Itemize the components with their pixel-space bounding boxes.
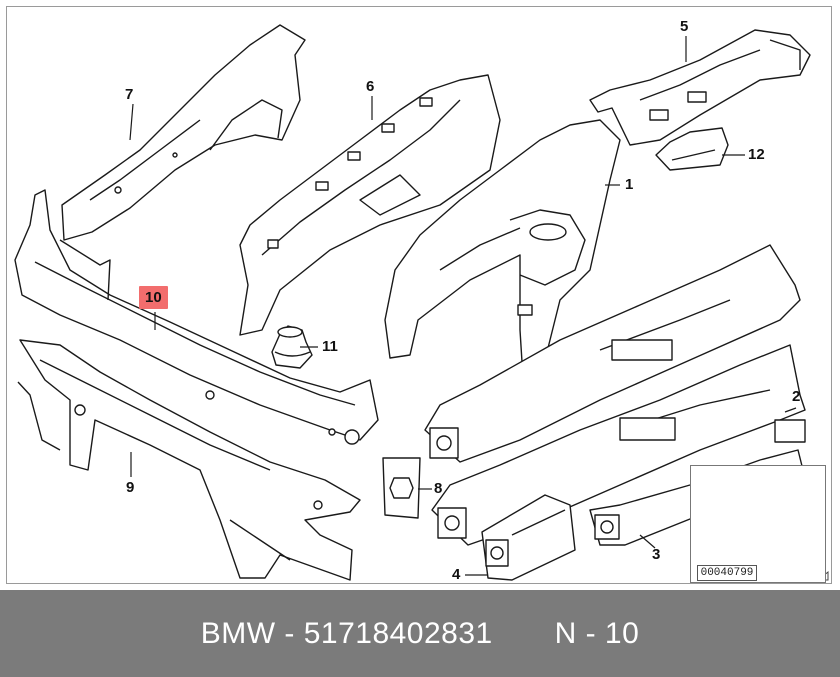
callout-7: 7 [125, 86, 134, 103]
reference-code: 00040799 [697, 565, 757, 581]
diagram-border [6, 6, 832, 584]
inset-box [690, 465, 826, 583]
part-7-fender[interactable] [61, 24, 306, 241]
part-12-bracket[interactable] [655, 127, 729, 171]
part-6-rail[interactable] [239, 74, 501, 336]
callout-11: 11 [322, 338, 338, 355]
callout-8: 8 [434, 480, 443, 497]
footer-brand: BMW [200, 616, 276, 650]
parts-diagram [14, 24, 829, 581]
callout-2: 2 [792, 388, 801, 405]
part-2-rail-upper[interactable] [424, 244, 801, 463]
callout-6: 6 [366, 78, 375, 95]
footer-gap [493, 617, 555, 651]
footer-separator: - [275, 616, 304, 650]
leader-lines [129, 36, 797, 576]
footer-bar: BMW - 51718402831 N - 10 [0, 590, 840, 677]
footer-caption: BMW - 51718402831 N - 10 [0, 590, 840, 677]
callout-12: 12 [748, 146, 765, 163]
callout-10-highlighted: 10 [139, 286, 168, 309]
callout-3: 3 [652, 546, 661, 563]
callout-5: 5 [680, 18, 689, 35]
part-5-bracket[interactable] [589, 29, 811, 146]
footer-position-label: N - 10 [554, 616, 640, 650]
callout-9: 9 [126, 479, 135, 496]
callout-1: 1 [625, 176, 634, 193]
footer-part-number: 51718402831 [303, 616, 493, 650]
part-10-front-carrier[interactable] [14, 189, 379, 445]
part-4-crashbox[interactable] [481, 494, 576, 581]
callout-4: 4 [452, 566, 461, 583]
part-2-rail-lower[interactable] [431, 344, 806, 546]
part-9-crossmember[interactable] [17, 339, 361, 581]
diagram-frame: 00040799 7 6 5 1 12 2 3 4 8 9 11 10 [6, 6, 832, 584]
part-8-plate[interactable] [382, 457, 421, 519]
part-11-bumpstop[interactable] [271, 325, 313, 369]
